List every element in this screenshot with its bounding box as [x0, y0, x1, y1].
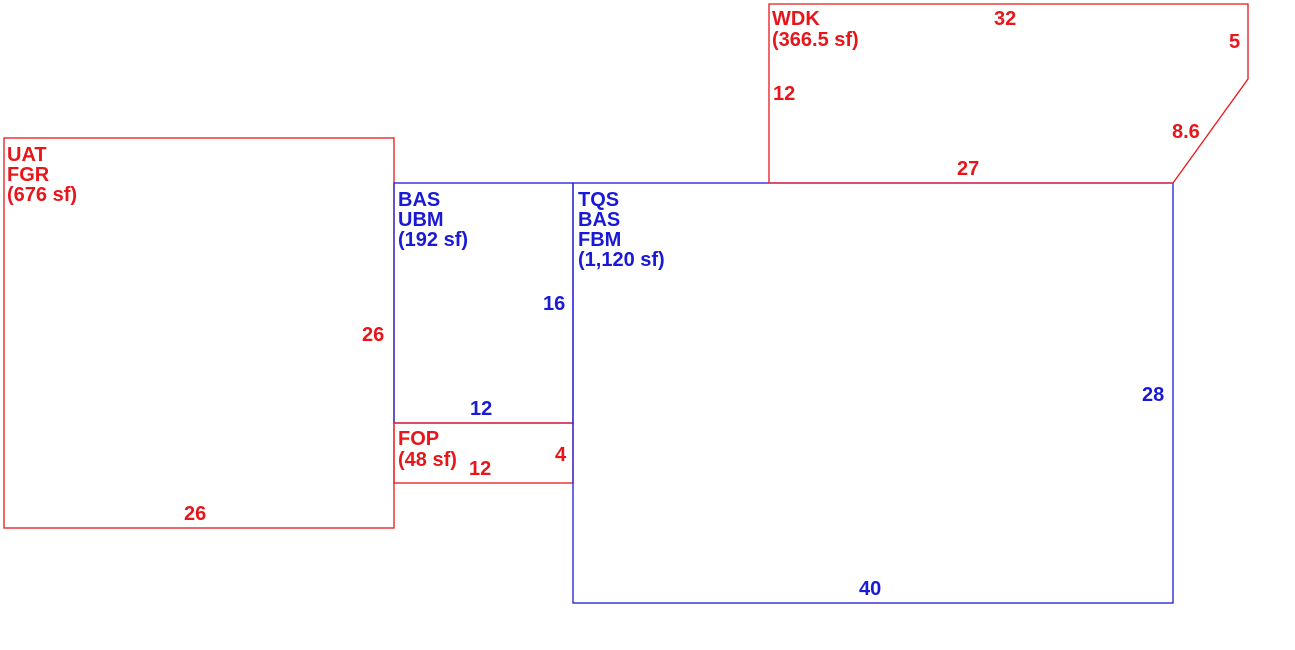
- area-tqs-size: (1,120 sf): [578, 249, 665, 271]
- area-wdk-dim-diagonal: 8.6: [1172, 121, 1200, 143]
- area-bas-small-dim-right: 16: [543, 293, 565, 315]
- area-uat-code-2: FGR: [7, 164, 50, 186]
- area-bas-small[interactable]: BAS UBM (192 sf) 16 12: [393, 182, 574, 424]
- area-wdk-dim-top: 32: [994, 8, 1016, 30]
- area-bas-small-code-1: BAS: [398, 189, 440, 211]
- area-wdk-dim-right: 5: [1229, 31, 1240, 53]
- area-fop-code-1: FOP: [398, 428, 439, 450]
- area-tqs-code-1: TQS: [578, 189, 619, 211]
- area-wdk[interactable]: WDK (366.5 sf) 32 5 8.6 12 27: [768, 3, 1249, 184]
- area-tqs-dim-right: 28: [1142, 384, 1164, 406]
- area-wdk-dim-bottom: 27: [957, 158, 979, 180]
- area-tqs[interactable]: TQS BAS FBM (1,120 sf) 28 40: [572, 182, 1174, 604]
- area-uat-dim-right: 26: [362, 324, 384, 346]
- area-fop-size: (48 sf): [398, 449, 457, 471]
- area-fop[interactable]: FOP (48 sf) 4 12: [393, 422, 574, 484]
- area-uat-code-1: UAT: [7, 144, 47, 166]
- area-tqs-code-2: BAS: [578, 209, 620, 231]
- area-uat-dim-bottom: 26: [184, 503, 206, 525]
- area-fop-dim-right: 4: [555, 444, 567, 466]
- area-wdk-dim-left: 12: [773, 83, 795, 105]
- area-fop-dim-bottom: 12: [469, 458, 491, 480]
- area-tqs-outline: [572, 182, 1174, 604]
- area-bas-small-code-2: UBM: [398, 209, 444, 231]
- area-bas-small-size: (192 sf): [398, 229, 468, 251]
- area-uat-size: (676 sf): [7, 184, 77, 206]
- area-bas-small-dim-bottom: 12: [470, 398, 492, 420]
- area-tqs-dim-bottom: 40: [859, 578, 881, 600]
- area-tqs-code-3: FBM: [578, 229, 621, 251]
- area-wdk-size: (366.5 sf): [772, 29, 859, 51]
- area-wdk-outline: [768, 3, 1249, 184]
- area-wdk-code-1: WDK: [772, 8, 820, 30]
- area-uat[interactable]: UAT FGR (676 sf) 26 26: [3, 137, 395, 529]
